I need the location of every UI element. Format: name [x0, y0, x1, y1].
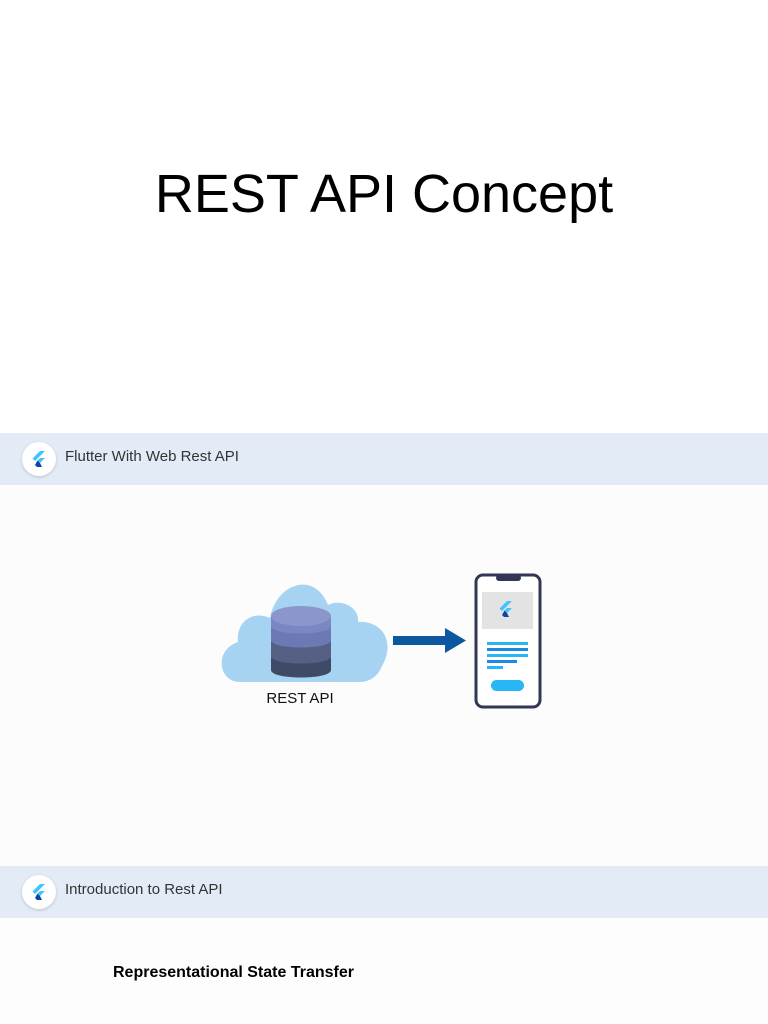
- page-title: REST API Concept: [154, 164, 614, 224]
- section-subheading: Representational State Transfer: [113, 964, 354, 981]
- database-icon: [271, 606, 331, 678]
- phone-icon: [474, 573, 542, 709]
- flutter-logo-icon: [22, 875, 56, 909]
- banner-title: Flutter With Web Rest API: [65, 448, 239, 465]
- arrow-right-icon: [393, 628, 466, 653]
- rest-api-diagram: [221, 573, 542, 709]
- cloud-label: REST API: [266, 690, 334, 707]
- banner-title: Introduction to Rest API: [65, 881, 223, 898]
- flutter-logo-icon: [499, 601, 512, 617]
- section-banner: Flutter With Web Rest API: [0, 433, 768, 485]
- section-banner: Introduction to Rest API: [0, 866, 768, 918]
- slide-content-area: [0, 918, 768, 1024]
- flutter-logo-icon: [22, 442, 56, 476]
- slide-diagram-area: [0, 485, 768, 866]
